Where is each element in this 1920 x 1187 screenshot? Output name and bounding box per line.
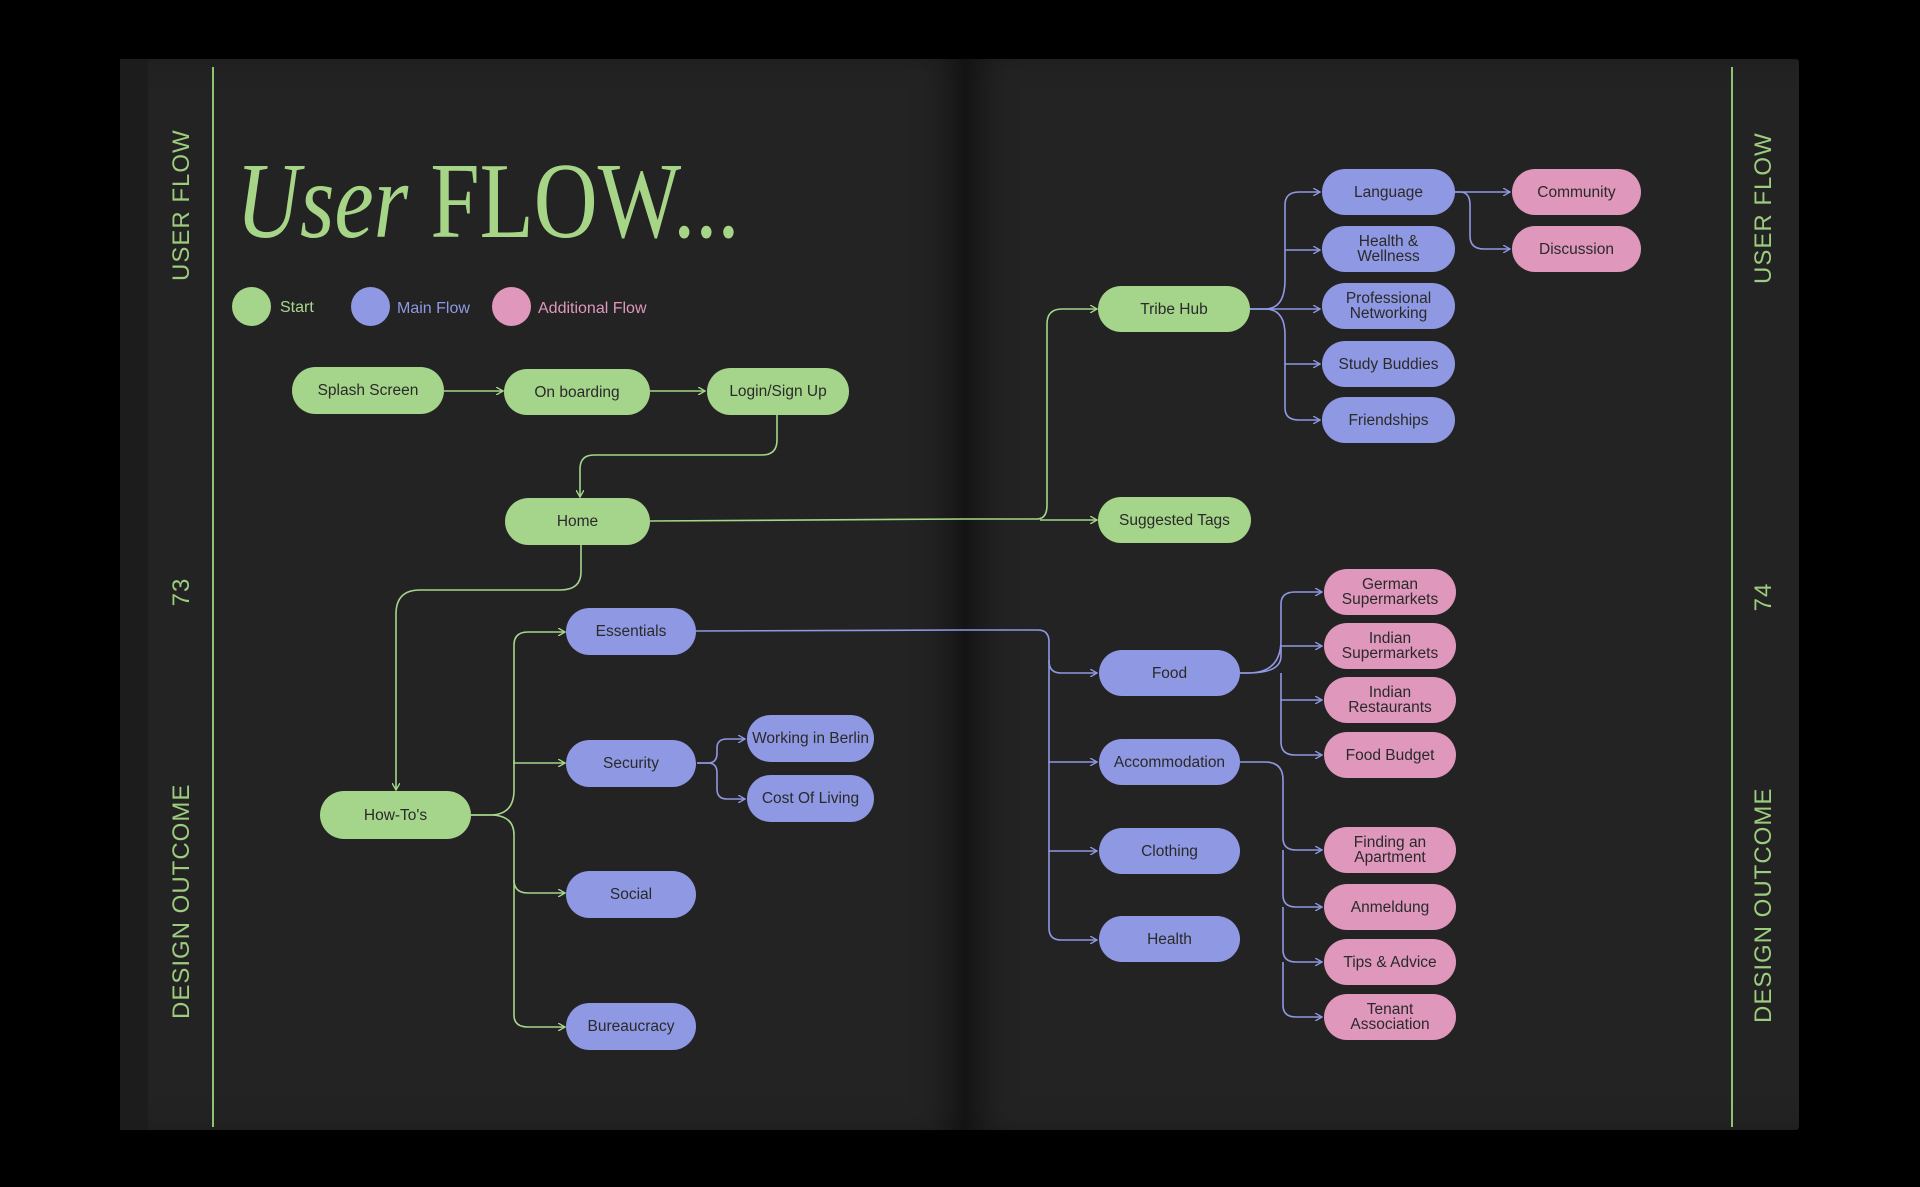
node-how-tos: How-To's — [320, 791, 471, 839]
node-onboarding: On boarding — [504, 369, 650, 415]
node-security: Security — [566, 740, 696, 787]
left-vertical-rule — [212, 67, 214, 1127]
node-community: Community — [1512, 169, 1641, 215]
node-health: Health — [1099, 916, 1240, 962]
left-page — [120, 59, 965, 1130]
legend-start-label: Start — [280, 299, 314, 316]
node-tenant-association: Tenant Association — [1324, 994, 1456, 1040]
page-title: User FLOW... — [236, 148, 740, 256]
node-suggested-tags: Suggested Tags — [1098, 497, 1251, 543]
node-language: Language — [1322, 169, 1455, 215]
node-finding-apartment: Finding an Apartment — [1324, 827, 1456, 873]
node-tribe-hub: Tribe Hub — [1098, 286, 1250, 332]
node-login-signup: Login/Sign Up — [707, 368, 849, 415]
node-working-in-berlin: Working in Berlin — [747, 715, 874, 762]
legend-start-dot — [232, 287, 271, 326]
legend-main-dot — [351, 287, 390, 326]
node-german-supermarkets: German Supermarkets — [1324, 569, 1456, 615]
node-cost-of-living: Cost Of Living — [747, 775, 874, 822]
legend-additional-label: Additional Flow — [538, 300, 647, 317]
node-accommodation: Accommodation — [1099, 739, 1240, 785]
legend-additional-dot — [492, 287, 531, 326]
node-clothing: Clothing — [1099, 828, 1240, 874]
title-rest: FLOW... — [408, 142, 740, 261]
node-tips-advice: Tips & Advice — [1324, 939, 1456, 985]
node-splash-screen: Splash Screen — [292, 367, 444, 414]
node-friendships: Friendships — [1322, 397, 1455, 443]
node-indian-supermarkets: Indian Supermarkets — [1324, 623, 1456, 669]
node-anmeldung: Anmeldung — [1324, 884, 1456, 930]
right-vertical-rule — [1731, 67, 1733, 1127]
node-discussion: Discussion — [1512, 226, 1641, 272]
title-italic: User — [236, 142, 409, 261]
node-bureaucracy: Bureaucracy — [566, 1003, 696, 1050]
node-essentials: Essentials — [566, 608, 696, 655]
node-study-buddies: Study Buddies — [1322, 341, 1455, 387]
node-food-budget: Food Budget — [1324, 732, 1456, 778]
node-health-wellness: Health & Wellness — [1322, 226, 1455, 272]
node-food: Food — [1099, 650, 1240, 696]
legend-main-label: Main Flow — [397, 300, 470, 317]
node-home: Home — [505, 498, 650, 545]
left-page-edge — [120, 59, 148, 1130]
node-indian-restaurants: Indian Restaurants — [1324, 677, 1456, 723]
node-social: Social — [566, 871, 696, 918]
node-professional-networking: Professional Networking — [1322, 283, 1455, 329]
